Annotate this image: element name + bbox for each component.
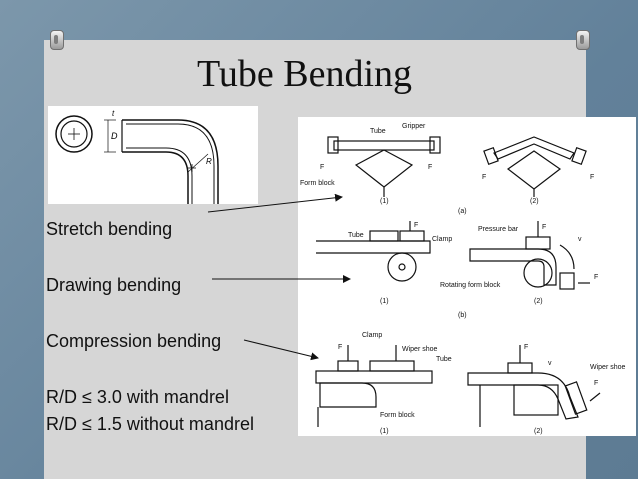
label-b-clamp: Clamp [432, 236, 452, 243]
label-a-gripper: Gripper [402, 123, 426, 130]
label-c-wiper2: Wiper shoe [590, 364, 626, 371]
tube-geometry-figure: D t R [48, 106, 258, 204]
label-a-f-left: F [320, 164, 324, 171]
label-a2-f-right: F [590, 174, 594, 181]
label-a-f-right: F [428, 164, 432, 171]
label-c-tube: Tube [436, 356, 452, 363]
label-a-n2: (2) [530, 198, 539, 205]
pushpin-left-icon [50, 30, 64, 50]
bullet-no-mandrel-ratio: R/D ≤ 1.5 without mandrel [46, 414, 254, 434]
bullet-drawing-bending: Drawing bending [46, 275, 182, 295]
pushpin-right-icon [576, 30, 590, 50]
label-c-v: v [548, 360, 552, 367]
label-c-f3: F [594, 380, 598, 387]
label-b-f3: F [594, 274, 598, 281]
label-c-n1: (1) [380, 428, 389, 435]
slide-title: Tube Bending [197, 53, 413, 95]
label-a-n1: (1) [380, 198, 389, 205]
bullet-stretch-bending: Stretch bending [46, 219, 173, 239]
label-b-tag: (b) [458, 312, 467, 319]
label-b-v: v [578, 236, 582, 243]
bullet-mandrel-ratio: R/D ≤ 3.0 with mandrel [46, 387, 229, 407]
label-a-tube: Tube [370, 128, 386, 135]
label-b-f: F [414, 222, 418, 229]
label-b-tube: Tube [348, 232, 364, 239]
label-b-n1: (1) [380, 298, 389, 305]
label-b-rotating: Rotating form block [440, 282, 501, 289]
label-a2-f-left: F [482, 174, 486, 181]
bending-methods-figure: Tube Gripper Form block F F F F (1) (2) … [298, 117, 636, 436]
label-b-f2: F [542, 224, 546, 231]
radius-label: R [206, 157, 212, 166]
label-c-form-block: Form block [380, 412, 415, 419]
label-c-clamp: Clamp [362, 332, 382, 339]
label-a-form-block: Form block [300, 180, 335, 187]
label-a-tag: (a) [458, 208, 467, 215]
label-b-pressure-bar: Pressure bar [478, 226, 519, 233]
label-c-f2: F [524, 344, 528, 351]
label-c-wiper: Wiper shoe [402, 346, 438, 353]
thickness-label: t [112, 109, 115, 118]
label-c-f: F [338, 344, 342, 351]
label-c-n2: (2) [534, 428, 543, 435]
label-b-n2: (2) [534, 298, 543, 305]
bullet-compression-bending: Compression bending [46, 331, 222, 351]
diameter-label: D [111, 131, 118, 141]
